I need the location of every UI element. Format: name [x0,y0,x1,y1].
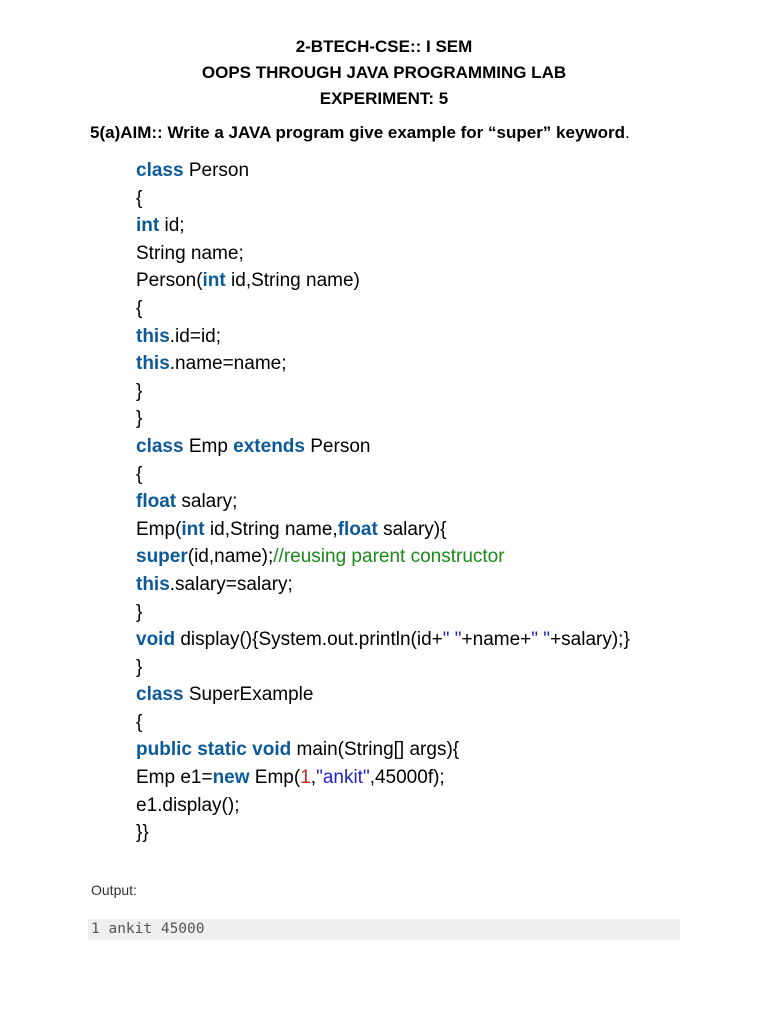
code-token-keyword: int [202,270,226,292]
aim-text: 5(a)AIM:: Write a JAVA program give exam… [90,123,626,142]
code-token-code-text: .id=id; [169,325,222,347]
code-token-keyword: int [136,215,160,237]
code-token-string-literal: " " [531,629,551,651]
code-line: } [136,654,630,682]
code-token-string-literal: "ankit" [316,767,370,789]
code-token-keyword: class [136,684,184,706]
code-line: int id; [136,212,630,240]
code-token-code-text: } [136,656,143,678]
code-token-keyword: super [136,546,188,568]
code-token-keyword: float [136,491,177,513]
output-box: 1 ankit 45000 [88,919,680,940]
code-token-code-text: } [136,380,143,402]
code-token-keyword: public [136,739,192,761]
code-token-code-text: SuperExample [183,684,314,706]
code-line: float salary; [136,488,630,516]
code-token-code-text: main(String[] args){ [291,739,460,761]
code-token-keyword: int [181,518,205,540]
header-line-1: 2-BTECH-CSE:: I SEM [295,37,473,56]
code-token-keyword: class [136,160,184,181]
code-token-code-text: { [136,297,143,319]
code-token-keyword: new [212,767,250,789]
header-line-2: OOPS THROUGH JAVA PROGRAMMING LAB [201,63,567,82]
code-token-code-text: String name; [136,242,244,264]
header-line-3: EXPERIMENT: 5 [319,89,449,108]
code-line: } [136,405,630,433]
code-token-code-text: +salary);} [550,629,630,651]
code-token-keyword: void [136,629,176,651]
code-token-code-text: } [136,408,143,430]
code-token-code-text: id; [159,215,185,237]
code-line: }} [136,819,630,847]
code-line: e1.display(); [136,792,630,820]
code-token-code-text: (id,name); [187,546,274,568]
code-token-code-text: .name=name; [169,353,287,375]
code-token-code-text: salary){ [377,518,447,540]
code-token-code-text: Emp [183,435,234,457]
code-token-string-literal: " " [442,629,462,651]
code-line: class Emp extends Person [136,433,630,461]
code-token-code-text: +name+ [461,629,532,651]
code-line: String name; [136,240,630,268]
code-token-code-text: { [136,711,143,733]
code-token-keyword: class [136,435,184,457]
code-line: class SuperExample [136,681,630,709]
code-token-code-text: Emp e1= [136,767,213,789]
code-token-number-literal: 1 [300,767,311,789]
code-token-code-text: salary; [176,491,238,513]
code-token-code-text: id,String name) [225,270,360,292]
code-token-code-text: e1.display(); [136,794,240,816]
code-token-code-text: Emp( [249,767,301,789]
code-line: { [136,295,630,323]
code-line: super(id,name);//reusing parent construc… [136,543,630,571]
code-token-code-text: } [136,601,143,623]
code-line: { [136,461,630,489]
code-line: Emp e1=new Emp(1,"ankit",45000f); [136,764,630,792]
code-token-keyword: void [252,739,292,761]
code-token-keyword: static [197,739,247,761]
code-token-code-text: Person( [136,270,203,292]
code-token-code-text: }} [136,822,149,844]
code-token-code-text: id,String name, [204,518,338,540]
code-token-keyword: this [136,325,170,347]
code-line: { [136,709,630,737]
output-value: 1 ankit 45000 [91,921,205,937]
code-token-code-text: ,45000f); [369,767,445,789]
code-line: } [136,378,630,406]
code-token-code-text: display(){System.out.println(id+ [175,629,443,651]
code-line: } [136,599,630,627]
code-line: this.salary=salary; [136,571,630,599]
code-token-keyword: float [337,518,378,540]
code-token-keyword: this [136,573,170,595]
code-token-code-text: { [136,187,143,209]
code-listing: class Person{int id;String name;Person(i… [136,157,630,847]
code-token-code-text: { [136,463,143,485]
code-line: this.name=name; [136,350,630,378]
code-line: this.id=id; [136,323,630,351]
code-line: Emp(int id,String name,float salary){ [136,516,630,544]
aim-statement: 5(a)AIM:: Write a JAVA program give exam… [90,123,630,143]
code-token-code-text: Person [183,160,250,181]
code-line: void display(){System.out.println(id+" "… [136,626,630,654]
code-line: public static void main(String[] args){ [136,736,630,764]
code-token-code-text: Person [304,435,371,457]
aim-period: . [625,123,630,142]
code-token-code-text: Emp( [136,518,182,540]
code-token-keyword: this [136,353,170,375]
code-line: Person(int id,String name) [136,267,630,295]
code-token-comment: //reusing parent constructor [273,546,505,568]
code-token-code-text: .salary=salary; [169,573,293,595]
code-line: { [136,185,630,213]
code-token-keyword: extends [233,435,305,457]
code-line: class Person [136,157,630,185]
output-label: Output: [91,882,137,898]
code-token-code-text: , [310,767,317,789]
